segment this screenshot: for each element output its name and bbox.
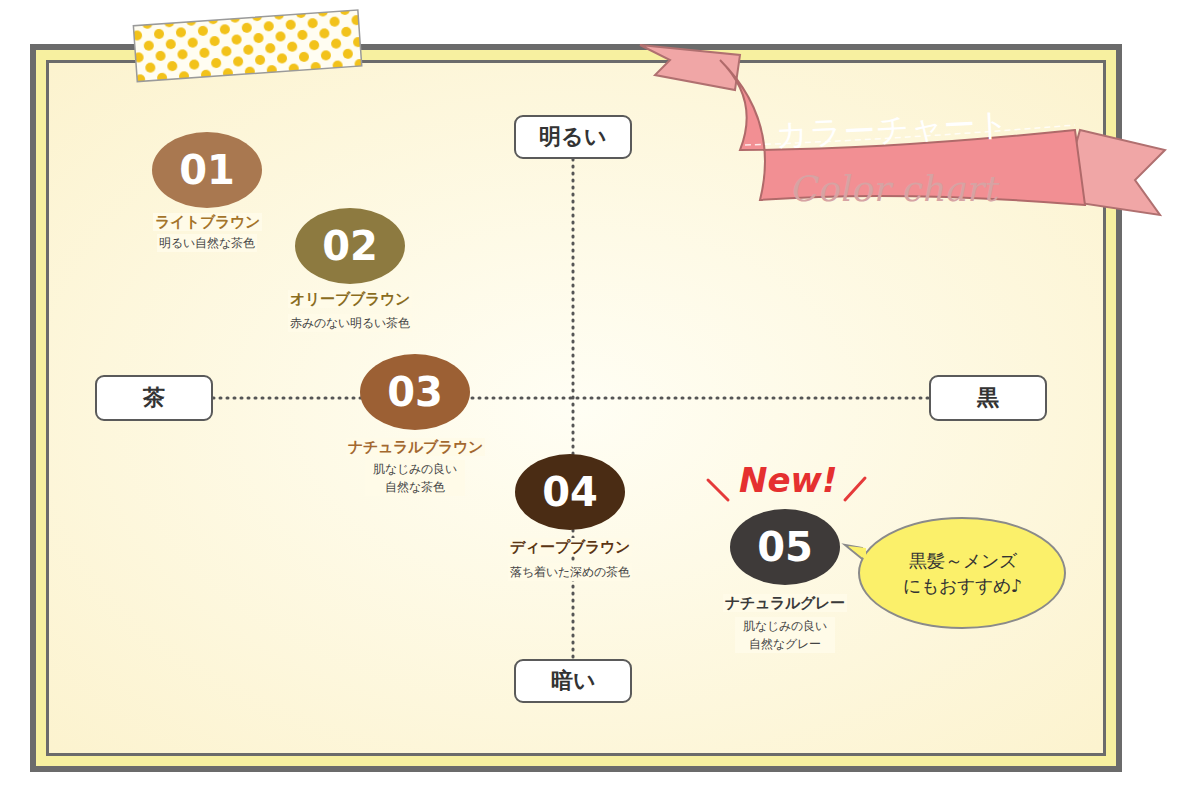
subtitle: Color chart <box>792 168 1000 209</box>
color-name: オリーブブラウン <box>288 290 412 308</box>
color-circle: 02 <box>295 208 405 284</box>
axis-label-box: 明るい <box>514 115 632 159</box>
washi-tape <box>133 10 361 82</box>
color-description: 肌なじみの良い 自然な茶色 <box>365 460 465 496</box>
axis-line <box>572 159 575 659</box>
color-number: 05 <box>757 527 813 567</box>
ribbon <box>640 45 1165 215</box>
color-description: 赤みのない明るい茶色 <box>288 314 412 332</box>
color-number: 03 <box>387 372 443 412</box>
color-circle: 04 <box>515 454 625 530</box>
color-number: 04 <box>542 472 598 512</box>
inner-frame <box>46 60 1106 756</box>
color-name: ナチュラルグレー <box>723 594 847 612</box>
axis-label-box: 茶 <box>95 375 213 421</box>
axis-line <box>213 397 929 400</box>
outer-frame <box>30 44 1122 772</box>
color-circle: 05 <box>730 509 840 585</box>
color-item: 02 オリーブブラウン赤みのない明るい茶色 <box>230 208 470 338</box>
chart-title: カラーチャート <box>774 102 1012 158</box>
axis-label: 暗い <box>551 669 596 693</box>
color-number: 01 <box>179 150 235 190</box>
bubble-text: 黒髪～メンズ にもおすすめ♪ <box>886 549 1039 598</box>
color-description: 肌なじみの良い 自然なグレー <box>735 617 835 653</box>
color-item: 05ナチュラルグレー肌なじみの良い 自然なグレー <box>665 509 905 639</box>
color-item: 04 ディープブラウン落ち着いた深めの茶色 <box>450 454 690 584</box>
color-number: 02 <box>322 226 378 266</box>
color-description: 落ち着いた深めの茶色 <box>508 563 632 581</box>
color-item: 01 ライトブラウン明るい自然な茶色 <box>87 132 327 262</box>
axis-label: 茶 <box>143 386 165 410</box>
color-circle: 03 <box>360 354 470 430</box>
color-description: 明るい自然な茶色 <box>157 234 257 252</box>
axis-label: 明るい <box>539 125 607 149</box>
new-badge: New! <box>739 460 837 500</box>
speech-bubble: 黒髪～メンズ にもおすすめ♪ <box>876 541 1049 606</box>
speech-bubble-shape <box>845 518 1065 628</box>
axis-label-box: 黒 <box>929 375 1047 421</box>
axis-label: 黒 <box>977 386 999 410</box>
color-name: ナチュラルブラウン <box>346 438 485 456</box>
color-item: 03ナチュラルブラウン肌なじみの良い 自然な茶色 <box>295 354 535 484</box>
yellow-band <box>36 50 1116 766</box>
color-name: ライトブラウン <box>153 213 262 231</box>
color-name: ディープブラウン <box>508 538 632 556</box>
color-circle: 01 <box>152 132 262 208</box>
axis-label-box: 暗い <box>514 659 632 703</box>
